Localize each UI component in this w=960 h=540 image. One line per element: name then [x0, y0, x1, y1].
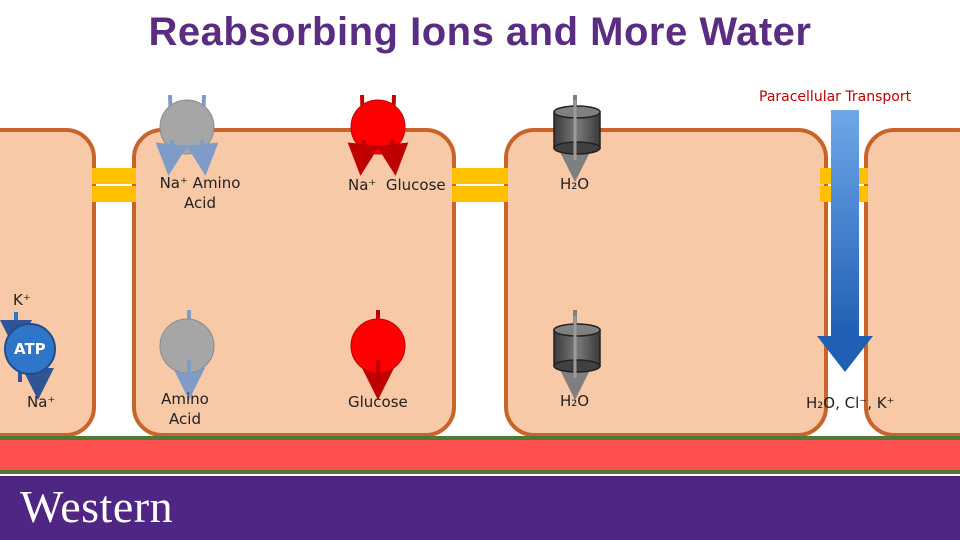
cell-right [864, 128, 960, 437]
na-ion-label: Na⁺ [27, 393, 56, 411]
aquaporin-basal [553, 310, 601, 400]
basal-amino-acid-label: Amino Acid [161, 390, 209, 428]
apical-amino-acid-label: Na⁺ Amino Acid [159, 174, 241, 212]
basal-glucose-label: Glucose [348, 393, 408, 411]
cell-left [0, 128, 96, 437]
cell-water [504, 128, 828, 437]
paracellular-transport-label: Paracellular Transport [759, 89, 912, 105]
aquaporin-apical [553, 95, 601, 182]
amino-acid-carrier-basal [159, 310, 215, 400]
glucose-carrier-basal [350, 310, 406, 400]
blood-capillary [0, 436, 960, 474]
paracellular-arrow [817, 110, 873, 372]
basal-water-label: H₂O [560, 392, 590, 410]
atp-label: ATP [14, 340, 46, 358]
amino-acid-symporter-apical [155, 94, 219, 176]
western-wordmark: Western [20, 481, 174, 532]
apical-glucose-label: Na⁺ Glucose [348, 176, 446, 194]
tight-junction-1 [92, 168, 136, 202]
apical-water-label: H₂O [560, 175, 590, 193]
tight-junction-2 [452, 168, 508, 202]
footer-bar [0, 476, 960, 540]
glucose-symporter-apical [347, 94, 409, 176]
slide-title: Reabsorbing Ions and More Water [148, 10, 812, 54]
paracellular-solutes-label: H₂O, Cl⁻, K⁺ [806, 394, 895, 412]
na-k-atpase-pump [0, 312, 56, 400]
k-ion-label: K⁺ [13, 291, 31, 309]
